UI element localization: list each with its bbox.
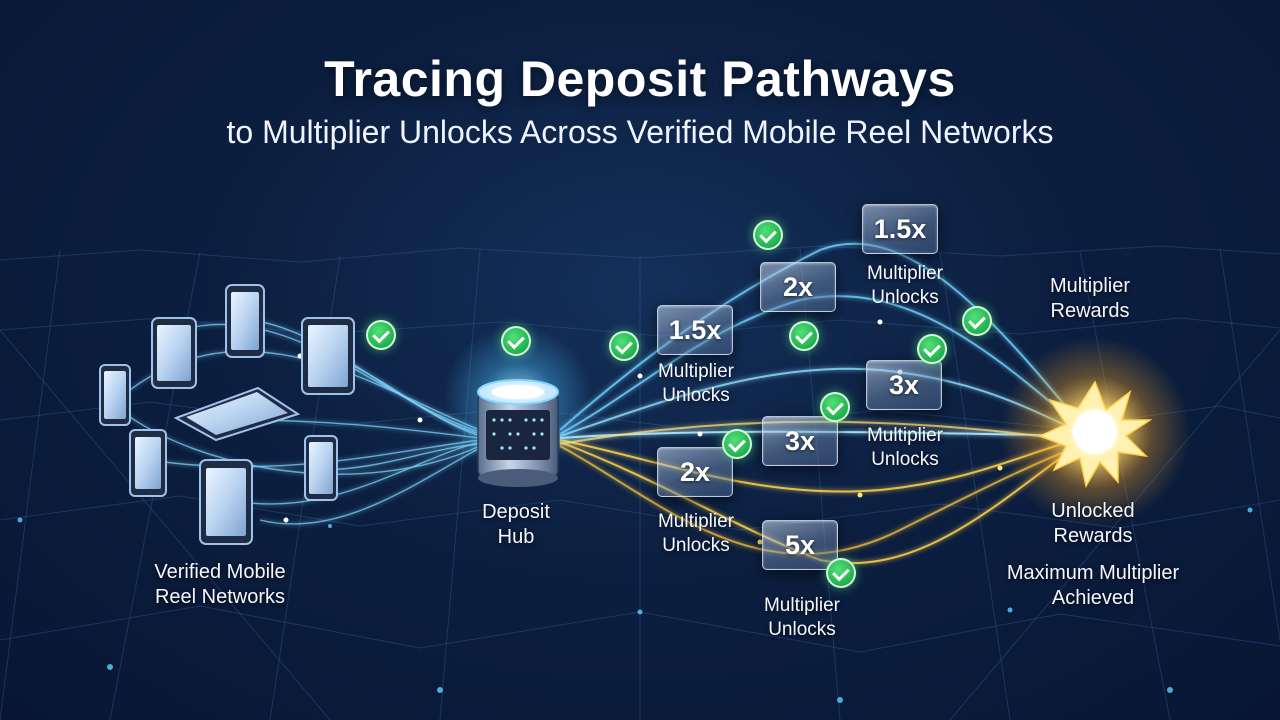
- max-multiplier-label: Maximum Multiplier Achieved: [1006, 562, 1180, 609]
- multiplier-caption: Multiplier Unlocks: [657, 361, 735, 406]
- networks-label: Verified Mobile Reel Networks: [154, 561, 286, 608]
- server-icon: [443, 325, 593, 487]
- multiplier-caption: Multiplier Unlocks: [763, 595, 841, 640]
- tablet-phone-icon: [301, 317, 355, 395]
- multiplier-caption: Multiplier Unlocks: [657, 511, 735, 556]
- check-circle-icon: [722, 429, 752, 459]
- multiplier-box: 2x: [657, 447, 733, 497]
- multiplier-box: 1.5x: [657, 305, 733, 355]
- multiplier-box: 3x: [762, 416, 838, 466]
- multiplier-box: 1.5x: [862, 204, 938, 254]
- tablet-phone-icon: [199, 459, 253, 545]
- page-subtitle: to Multiplier Unlocks Across Verified Mo…: [226, 114, 1054, 150]
- multiplier-caption: Multiplier Unlocks: [866, 425, 944, 470]
- check-circle-icon: [789, 321, 819, 351]
- check-circle-icon: [609, 331, 639, 361]
- multiplier-box: 3x: [866, 360, 942, 410]
- starburst-icon: [1000, 337, 1190, 527]
- check-circle-icon: [366, 320, 396, 350]
- check-circle-icon: [917, 334, 947, 364]
- check-circle-icon: [962, 306, 992, 336]
- multiplier-box: 5x: [762, 520, 838, 570]
- unlocked-rewards-label: Unlocked Rewards: [1051, 500, 1135, 547]
- hub-label: Deposit Hub: [482, 501, 550, 548]
- flow-sparks: [283, 319, 1003, 545]
- tablet-phone-icon: [225, 284, 265, 358]
- tablet-phone-icon: [99, 364, 131, 426]
- check-circle-icon: [826, 558, 856, 588]
- tablet-phone-icon: [304, 435, 338, 501]
- tablet-phone-icon: [129, 429, 167, 497]
- device-cluster: [99, 284, 355, 545]
- check-circle-icon: [753, 220, 783, 250]
- multiplier-rewards-label: Multiplier Rewards: [1049, 275, 1131, 322]
- check-circle-icon: [501, 326, 531, 356]
- grid-nodes: [17, 507, 1253, 703]
- multiplier-box: 2x: [760, 262, 836, 312]
- multiplier-caption: Multiplier Unlocks: [866, 263, 944, 308]
- tablet-phone-icon: [173, 386, 301, 442]
- check-circle-icon: [820, 392, 850, 422]
- page-title: Tracing Deposit Pathways: [324, 51, 956, 107]
- tablet-phone-icon: [151, 317, 197, 389]
